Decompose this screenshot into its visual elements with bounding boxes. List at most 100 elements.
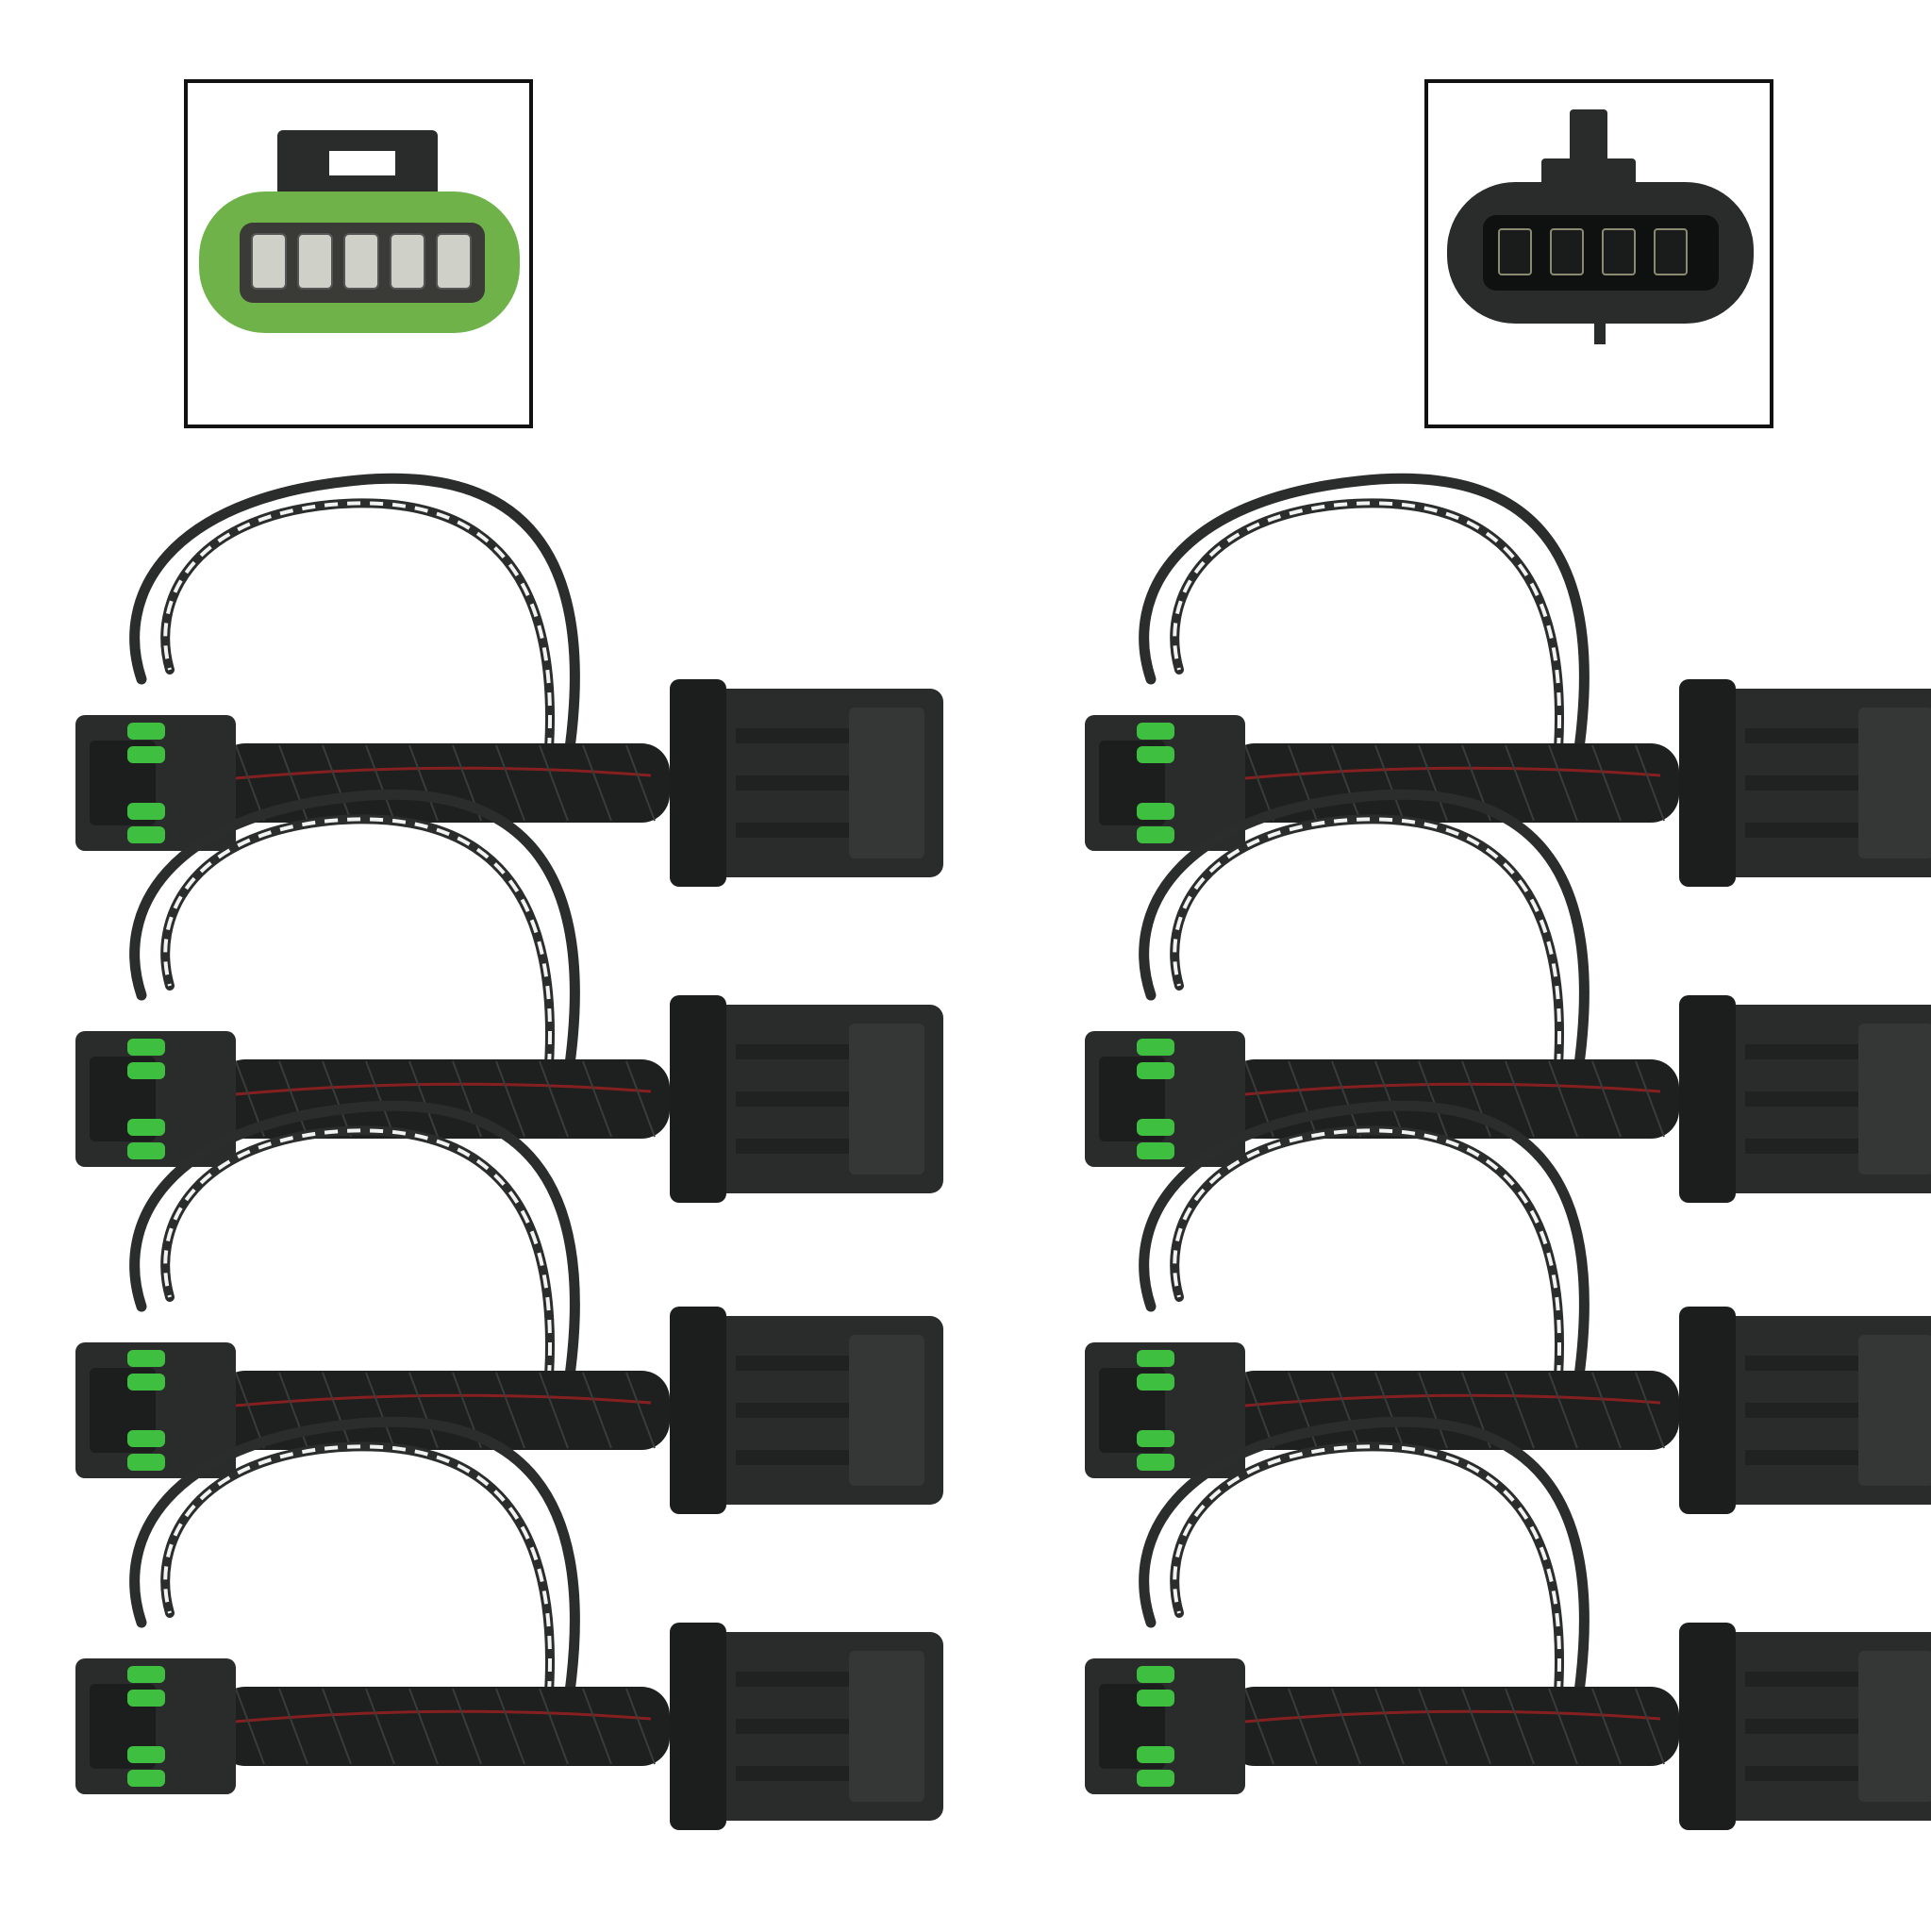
red-wire-in-sleeve xyxy=(1244,1709,1661,1724)
red-wire-in-sleeve xyxy=(1244,766,1661,780)
braid-weave xyxy=(582,1060,612,1138)
green-seal xyxy=(1137,1454,1174,1471)
braid-weave xyxy=(539,1372,569,1449)
braid-weave xyxy=(1505,744,1535,822)
black-wire xyxy=(129,1416,580,1723)
green-seal xyxy=(127,1374,165,1391)
green-seal xyxy=(127,1062,165,1079)
braid-weave xyxy=(322,1060,352,1138)
braid-weave xyxy=(408,744,439,822)
green-seal xyxy=(127,1142,165,1159)
braid-weave xyxy=(1288,1060,1318,1138)
braided-sleeve xyxy=(217,1059,670,1139)
pin xyxy=(436,233,472,290)
braid-weave xyxy=(365,1688,395,1765)
braid-weave xyxy=(365,744,395,822)
braid-weave xyxy=(408,1060,439,1138)
pin xyxy=(1602,228,1636,275)
green-seal xyxy=(1137,746,1174,763)
green-seal xyxy=(1137,1062,1174,1079)
black-wire xyxy=(1139,473,1590,779)
braid-weave xyxy=(235,1372,265,1449)
green-seal xyxy=(1137,1374,1174,1391)
braid-weave xyxy=(1288,1688,1318,1765)
braid-weave xyxy=(539,744,569,822)
braid-weave xyxy=(1635,1688,1665,1765)
braid-weave xyxy=(1635,744,1665,822)
braid-weave xyxy=(235,744,265,822)
latch-tab xyxy=(1570,109,1607,166)
connector-end-cap xyxy=(849,1651,924,1802)
green-seal xyxy=(1137,1746,1174,1763)
braid-weave xyxy=(322,744,352,822)
pin xyxy=(343,233,379,290)
green-seal xyxy=(127,1770,165,1787)
green-seal xyxy=(127,1430,165,1447)
green-seal xyxy=(127,1690,165,1707)
red-wire-in-sleeve xyxy=(1244,1393,1661,1407)
male-connector-collar xyxy=(1679,1623,1736,1830)
green-seal xyxy=(127,826,165,843)
green-seal xyxy=(1137,803,1174,820)
braid-weave xyxy=(625,1372,656,1449)
braid-weave xyxy=(1244,744,1274,822)
braid-weave xyxy=(408,1372,439,1449)
braid-weave xyxy=(625,1688,656,1765)
female-connector-inset xyxy=(184,79,533,428)
braid-weave xyxy=(322,1372,352,1449)
braid-weave xyxy=(1591,744,1622,822)
harness-assembly xyxy=(1085,1416,1931,1830)
braid-weave xyxy=(1635,1060,1665,1138)
green-seal xyxy=(127,746,165,763)
pin xyxy=(251,233,287,290)
harness-assembly xyxy=(1085,473,1931,887)
braided-sleeve xyxy=(217,1687,670,1766)
white-tracer-wire xyxy=(1173,817,1561,1091)
male-connector-closeup-image xyxy=(1447,109,1754,344)
braid-weave xyxy=(322,1688,352,1765)
male-connector-collar xyxy=(670,995,726,1203)
braid-weave xyxy=(1461,1688,1491,1765)
braid-weave xyxy=(1244,1372,1274,1449)
green-seal xyxy=(1137,1690,1174,1707)
pin-row xyxy=(251,233,472,290)
braid-weave xyxy=(582,1372,612,1449)
braid-weave xyxy=(1548,744,1578,822)
braid-weave xyxy=(1591,1372,1622,1449)
green-seal xyxy=(1137,1119,1174,1136)
braid-weave xyxy=(539,1688,569,1765)
male-connector-inset xyxy=(1424,79,1773,428)
connector-end-cap xyxy=(1858,1651,1931,1802)
green-seal xyxy=(1137,1666,1174,1683)
braid-weave xyxy=(1374,1372,1405,1449)
braid-weave xyxy=(1505,1060,1535,1138)
braid-weave xyxy=(278,1688,308,1765)
harness-assembly xyxy=(75,789,943,1203)
white-tracer-wire xyxy=(163,501,552,774)
connector-end-cap xyxy=(1858,1335,1931,1486)
white-tracer-wire xyxy=(1173,501,1561,774)
green-seal xyxy=(1137,1430,1174,1447)
connector-end-cap xyxy=(849,1024,924,1174)
male-connector-collar xyxy=(1679,679,1736,887)
pin xyxy=(1550,228,1584,275)
green-seal xyxy=(1137,1039,1174,1056)
green-seal xyxy=(1137,723,1174,740)
black-wire xyxy=(1139,789,1590,1095)
male-connector-collar xyxy=(670,679,726,887)
connector-end-cap xyxy=(1858,1024,1931,1174)
harness-assembly xyxy=(75,1100,943,1514)
pin xyxy=(1498,228,1532,275)
braid-weave xyxy=(582,1688,612,1765)
braid-weave xyxy=(1331,744,1361,822)
braid-weave xyxy=(1418,1372,1448,1449)
braid-weave xyxy=(1505,1372,1535,1449)
black-wire xyxy=(129,789,580,1095)
harness-assembly xyxy=(1085,789,1931,1203)
black-wire xyxy=(1139,1100,1590,1407)
braid-weave xyxy=(495,1688,525,1765)
male-connector-collar xyxy=(670,1307,726,1514)
green-seal xyxy=(127,1666,165,1683)
harness-assembly xyxy=(1085,1100,1931,1514)
braid-weave xyxy=(1548,1688,1578,1765)
